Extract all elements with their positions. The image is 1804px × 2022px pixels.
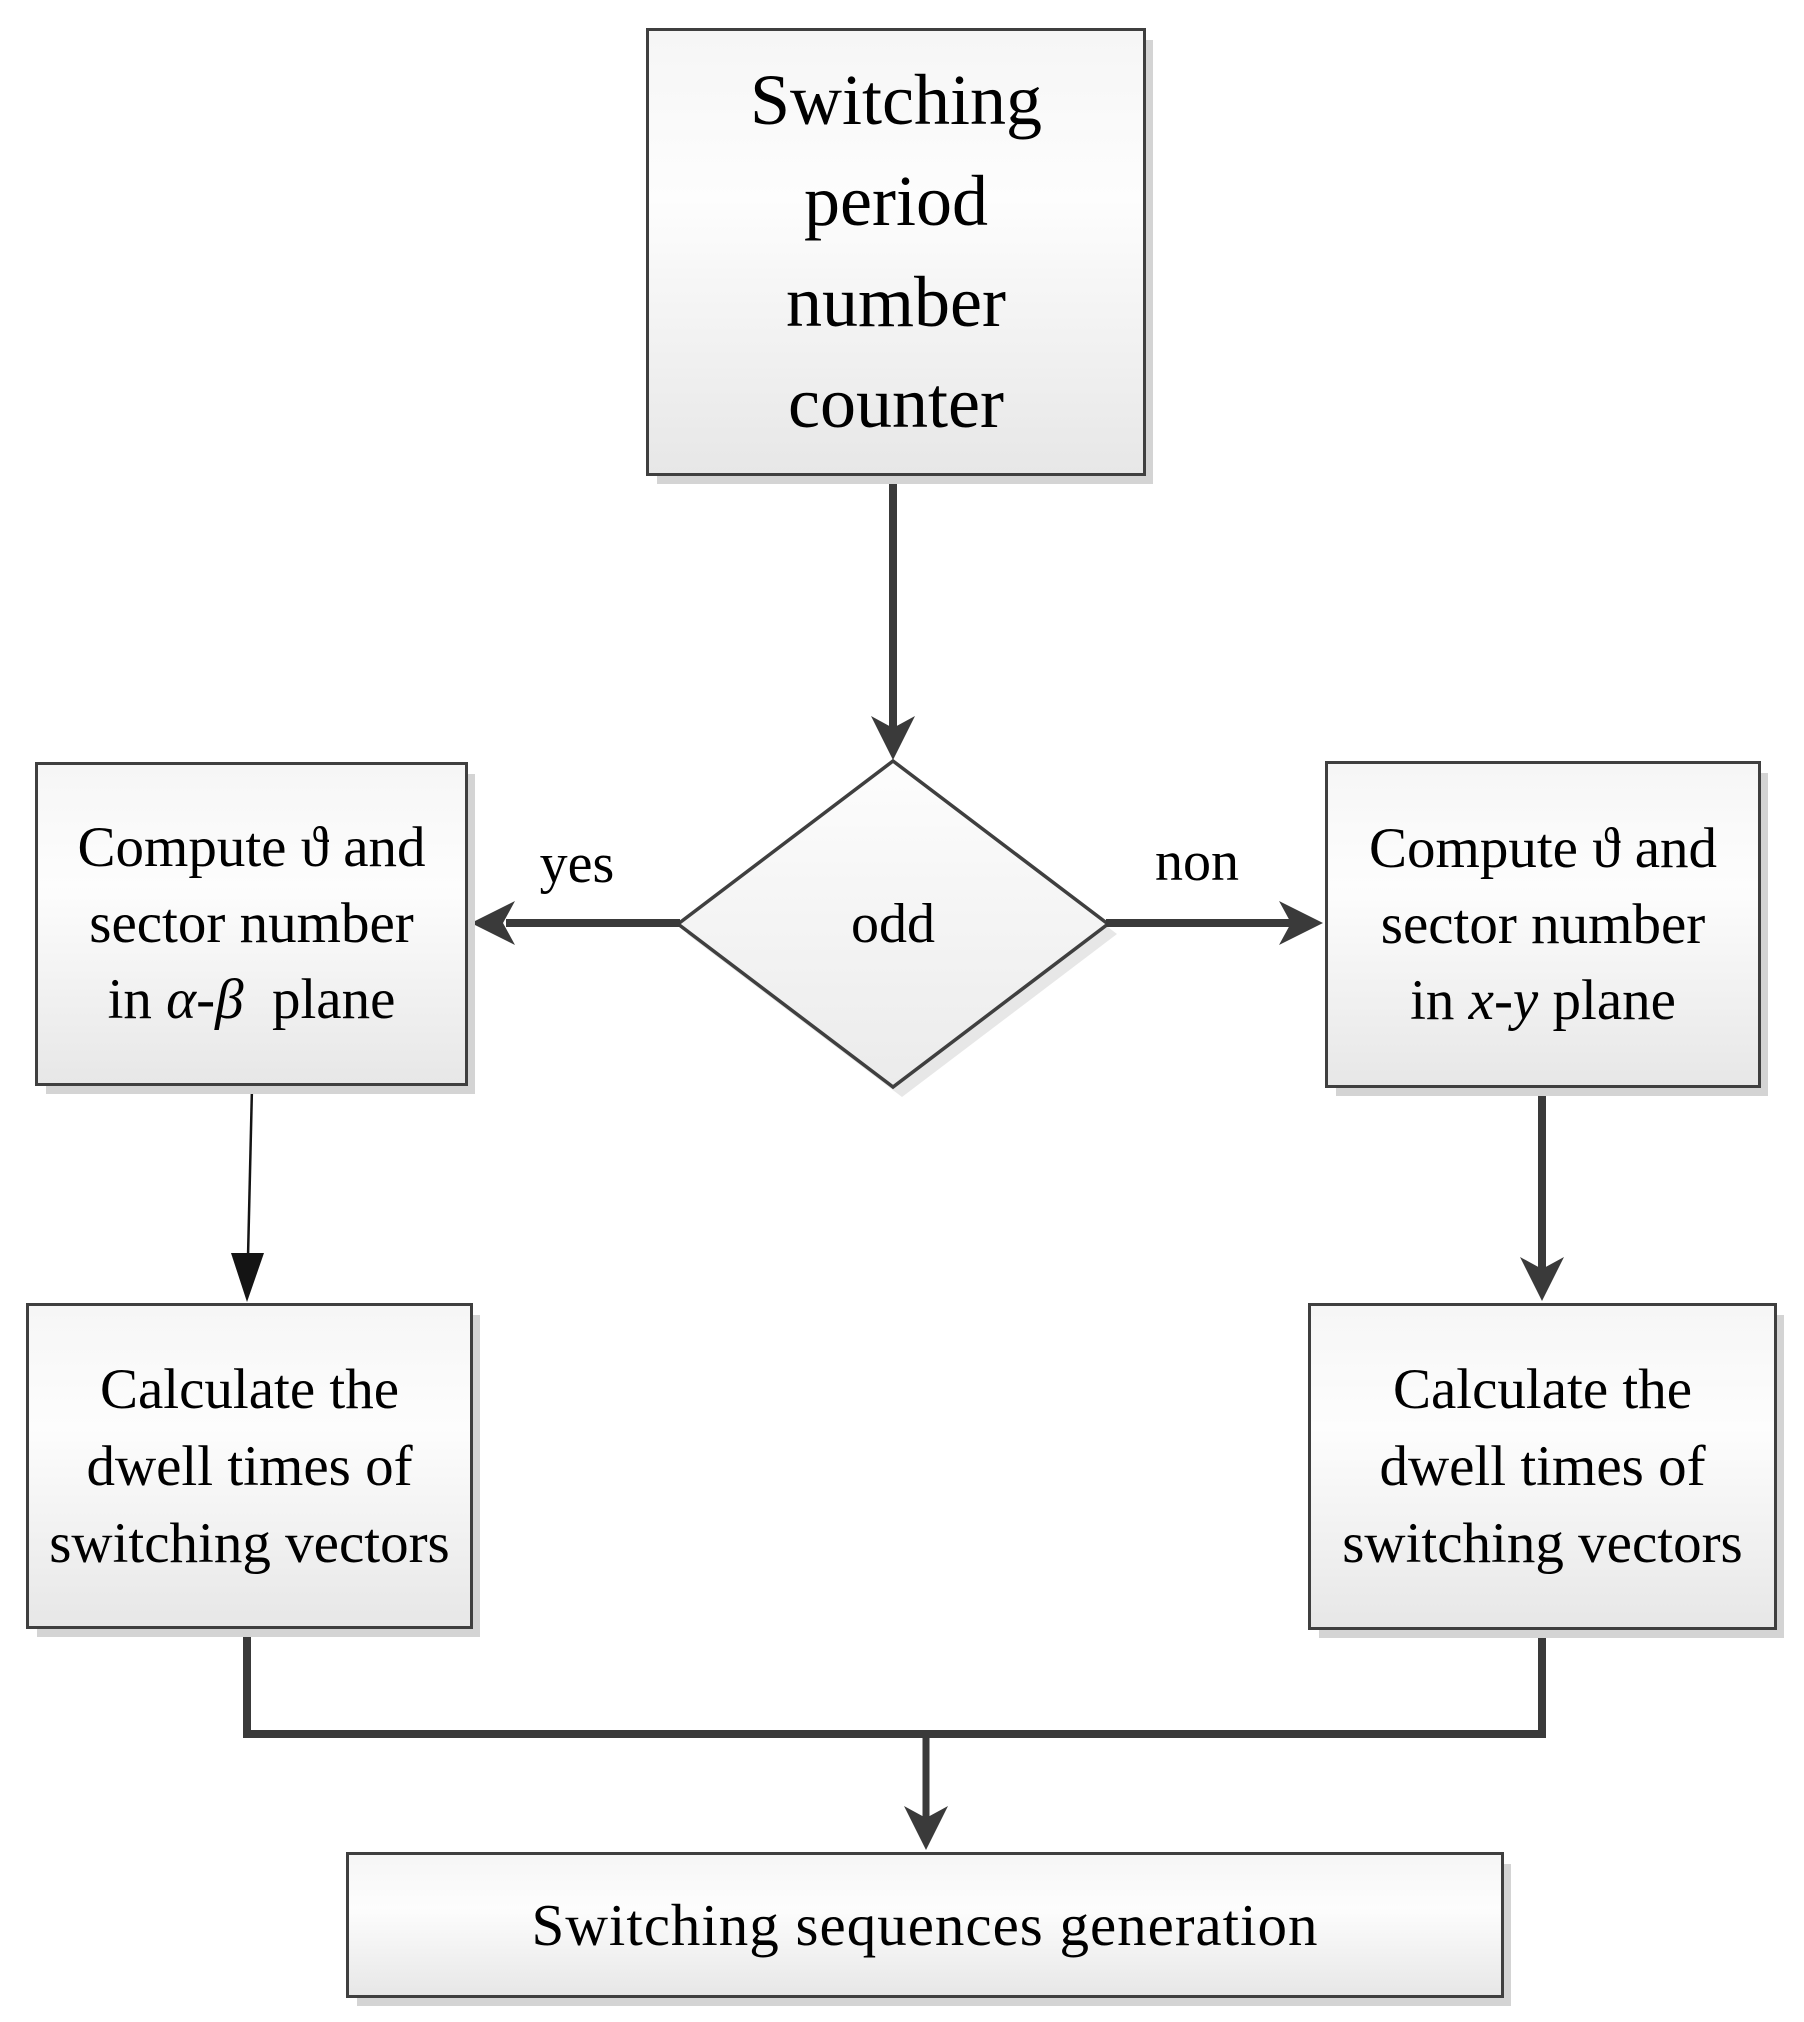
compute-xy-line3-suffix: plane — [1538, 968, 1676, 1032]
alpha-beta-symbol: α-β — [166, 968, 244, 1031]
arrow-output-head — [904, 1806, 948, 1850]
x-y-symbol: x-y — [1468, 968, 1539, 1032]
node-compute-x-y: Compute ϑ and sector number in x-y plane — [1325, 761, 1761, 1088]
arrow-right-down-head — [1520, 1257, 1564, 1301]
dwell-right-line-3: switching vectors — [1342, 1512, 1743, 1575]
counter-line-3: number — [786, 262, 1006, 342]
node-switching-sequences-generation: Switching sequences generation — [346, 1852, 1504, 1998]
node-dwell-times-left: Calculate the dwell times of switching v… — [26, 1303, 473, 1629]
compute-xy-line-1: Compute ϑ and — [1368, 816, 1717, 880]
merge-connector — [243, 1629, 1546, 1738]
arrow-left-thin-head — [231, 1253, 264, 1302]
arrow-counter-to-decision-head — [871, 716, 915, 760]
node-switching-period-counter: Switching period number counter — [646, 28, 1146, 476]
output-label: Switching sequences generation — [531, 1891, 1319, 1958]
decision-diamond — [675, 758, 1111, 1090]
compute-ab-line-1: Compute ϑ and — [77, 816, 426, 879]
compute-xy-line-2: sector number — [1380, 892, 1706, 956]
compute-ab-line-3: in α-β plane — [108, 962, 396, 1038]
arrow-yes-head — [471, 901, 515, 945]
counter-line-2: period — [804, 161, 988, 241]
decision-label: odd — [851, 893, 935, 955]
dwell-left-line-3: switching vectors — [49, 1511, 450, 1575]
compute-ab-line3-suffix: plane — [243, 968, 396, 1031]
compute-ab-line-2: sector number — [89, 892, 414, 955]
dwell-right-line-2: dwell times of — [1379, 1435, 1706, 1498]
dwell-left-line-1: Calculate the — [99, 1357, 400, 1421]
dwell-left-line-2: dwell times of — [86, 1434, 413, 1498]
edge-label-yes: yes — [539, 833, 615, 895]
compute-xy-line-3: in x-y plane — [1410, 963, 1676, 1039]
arrow-non-head — [1279, 901, 1323, 945]
counter-line-4: counter — [788, 363, 1004, 443]
compute-xy-line3-prefix: in — [1410, 968, 1469, 1032]
node-dwell-times-right: Calculate the dwell times of switching v… — [1308, 1303, 1777, 1630]
counter-line-1: Switching — [749, 60, 1042, 140]
edge-label-non: non — [1155, 831, 1239, 893]
compute-ab-line3-prefix: in — [107, 968, 167, 1031]
node-compute-alpha-beta: Compute ϑ and sector number in α-β plane — [35, 762, 468, 1086]
dwell-right-line-1: Calculate the — [1392, 1358, 1693, 1421]
arrow-left-thin-line — [246, 1086, 254, 1258]
